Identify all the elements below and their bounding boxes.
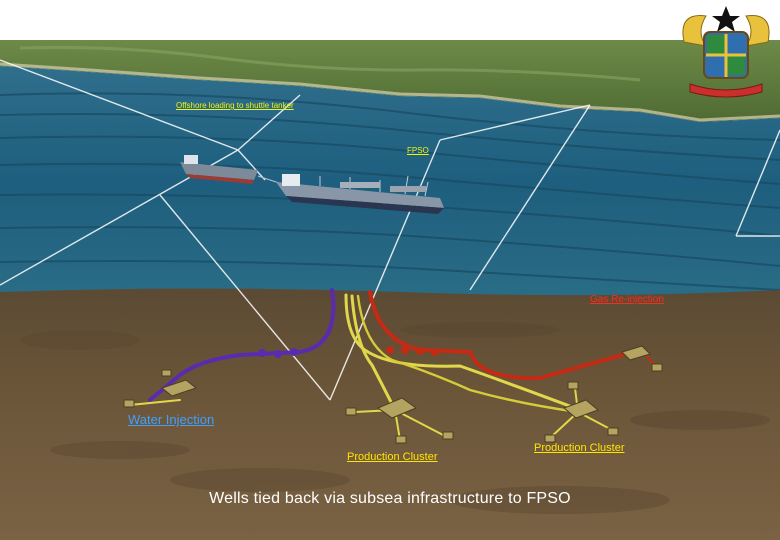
production-cluster-left-label: Production Cluster — [347, 451, 438, 463]
wellhead — [443, 432, 453, 439]
wellhead — [568, 382, 578, 389]
wellhead — [608, 428, 618, 435]
wellhead — [346, 408, 356, 415]
wellhead — [162, 370, 171, 376]
gas-reinjection-label: Gas Re-injection — [590, 294, 664, 305]
wellhead — [652, 364, 662, 371]
coat-of-arms-icon — [676, 2, 776, 102]
wellhead — [396, 436, 406, 443]
sky-strip — [0, 0, 780, 40]
wellhead — [545, 435, 555, 442]
water-injection-label: Water Injection — [128, 412, 214, 427]
production-cluster-right-label: Production Cluster — [534, 442, 625, 454]
offloading-label: Offshore loading to shuttle tanker — [176, 101, 294, 110]
wellhead — [124, 400, 134, 407]
caption: Wells tied back via subsea infrastructur… — [0, 490, 780, 508]
fpso-label: FPSO — [407, 146, 429, 155]
